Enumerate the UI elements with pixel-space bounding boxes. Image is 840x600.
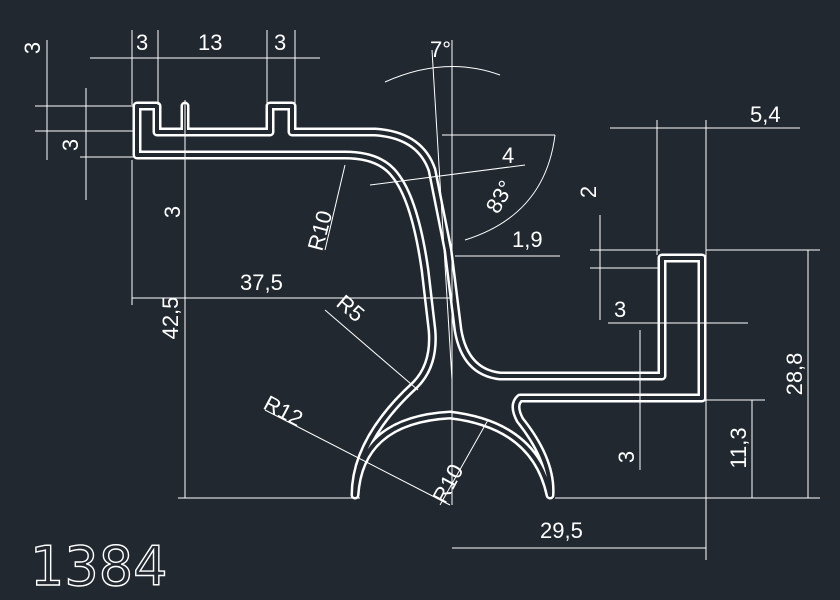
arc-83deg bbox=[464, 134, 556, 241]
label-42-5: 42,5 bbox=[158, 297, 183, 340]
label-28-8: 28,8 bbox=[782, 353, 807, 396]
leader-R5 bbox=[324, 309, 419, 391]
leader-R10-lower bbox=[439, 419, 489, 506]
label-1-9: 1,9 bbox=[512, 227, 543, 252]
label-11-3: 11,3 bbox=[726, 427, 751, 468]
label-2: 2 bbox=[576, 186, 601, 198]
label-29-5: 29,5 bbox=[540, 518, 583, 543]
angle-ref-line bbox=[431, 49, 453, 381]
label-R12: R12 bbox=[260, 390, 307, 431]
label-R10-upper: R10 bbox=[303, 208, 338, 253]
label-3-vertical-top: 3 bbox=[20, 42, 45, 54]
label-R10-lower: R10 bbox=[427, 460, 468, 507]
extrusion-profile bbox=[132, 101, 707, 500]
label-3-top-right: 3 bbox=[274, 30, 286, 55]
label-3-top-left: 3 bbox=[136, 30, 148, 55]
label-4: 4 bbox=[502, 143, 514, 168]
label-83deg: 83° bbox=[481, 176, 519, 217]
label-3-vertical-side: 3 bbox=[58, 139, 83, 151]
dim-line-4 bbox=[369, 164, 526, 186]
dimension-lines bbox=[35, 30, 820, 560]
part-number: 1384 bbox=[30, 535, 167, 598]
label-5-4: 5,4 bbox=[750, 102, 781, 127]
label-3-right: 3 bbox=[614, 297, 626, 322]
arc-7deg bbox=[384, 65, 501, 83]
leader-R12 bbox=[264, 409, 451, 506]
label-3-vertical-mid: 3 bbox=[160, 206, 185, 218]
label-37-5: 37,5 bbox=[240, 270, 283, 295]
label-7deg: 7° bbox=[430, 37, 451, 62]
label-13: 13 bbox=[198, 30, 222, 55]
leader-R10-upper bbox=[324, 164, 346, 251]
label-3-lower: 3 bbox=[614, 451, 639, 463]
